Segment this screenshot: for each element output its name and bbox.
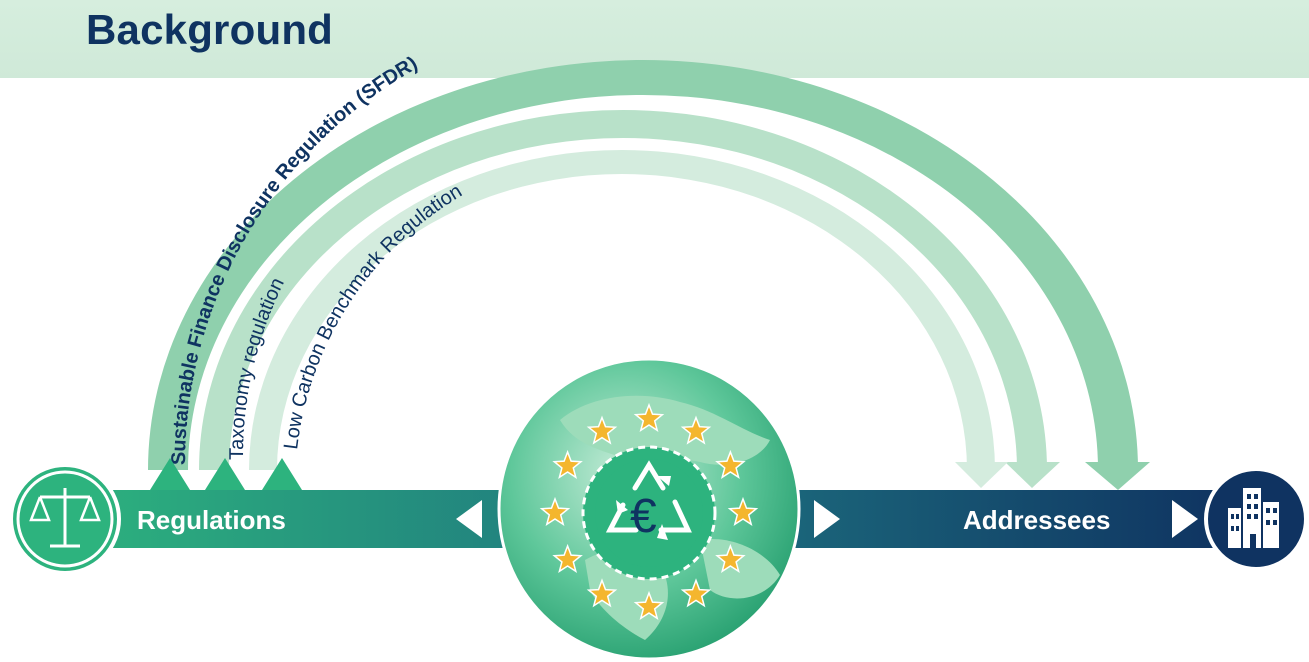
low-carbon-up-arrow bbox=[262, 458, 302, 490]
eu-star bbox=[715, 543, 746, 573]
low-carbon-arrow-head bbox=[955, 462, 1008, 488]
euro-symbol: € bbox=[630, 490, 657, 543]
globe-euro-recycle-icon: € bbox=[497, 357, 801, 661]
eu-star bbox=[586, 578, 618, 608]
eu-star bbox=[680, 415, 712, 445]
eu-star bbox=[552, 543, 583, 573]
sfdr-up-arrow bbox=[150, 458, 190, 490]
office-building-icon bbox=[1204, 467, 1308, 571]
taxonomy-arrow-head bbox=[1005, 462, 1060, 488]
left-direction-arrow bbox=[456, 500, 482, 538]
sfdr-arrow-head bbox=[1085, 462, 1150, 490]
eu-star bbox=[727, 496, 759, 526]
eu-star bbox=[715, 449, 746, 479]
eu-stars-ring bbox=[539, 402, 759, 620]
taxonomy-up-arrow bbox=[205, 458, 245, 490]
eu-star bbox=[586, 415, 618, 445]
eu-star bbox=[633, 402, 665, 432]
page-title: Background bbox=[86, 6, 334, 53]
eu-star bbox=[552, 449, 583, 479]
right-direction-arrow bbox=[814, 500, 840, 538]
regulations-label: Regulations bbox=[137, 505, 286, 535]
addressees-arrow bbox=[1172, 500, 1198, 538]
eu-star bbox=[680, 578, 712, 608]
addressees-label: Addressees bbox=[963, 505, 1110, 535]
eu-star bbox=[633, 590, 665, 620]
eu-star bbox=[539, 496, 571, 526]
scales-of-justice-icon bbox=[9, 463, 121, 575]
